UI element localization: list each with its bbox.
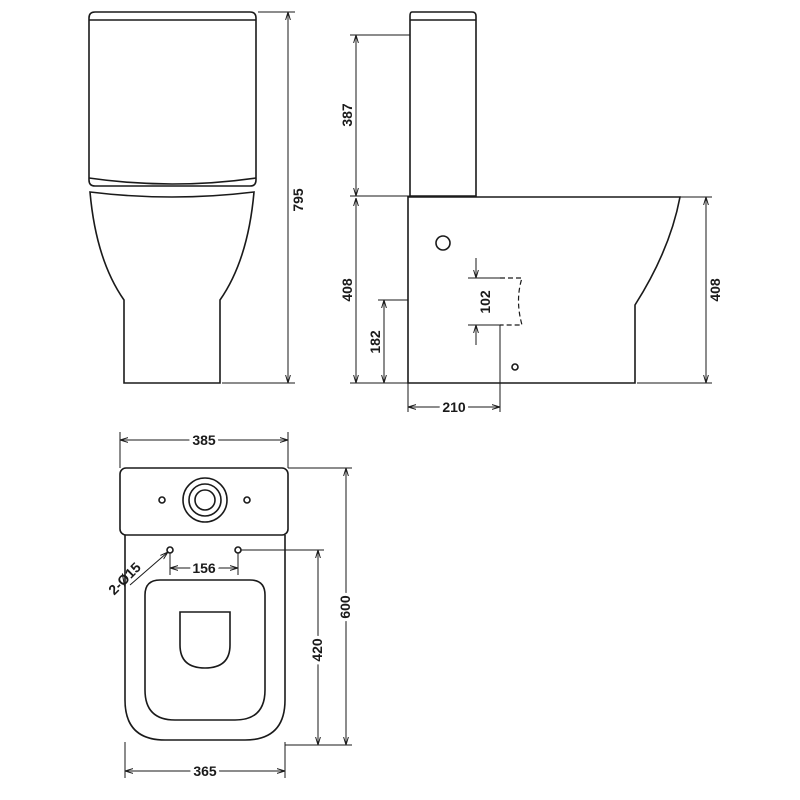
dim-600: 600 (337, 595, 353, 619)
flush-button (182, 477, 228, 523)
front-cistern (88, 11, 257, 187)
bowl-opening (179, 611, 231, 669)
seat-outline (144, 579, 266, 721)
dim-408-left: 408 (339, 278, 355, 302)
dim-420: 420 (309, 638, 325, 662)
dim-156: 156 (192, 560, 216, 576)
side-pan (407, 196, 681, 384)
dim-795: 795 (290, 188, 306, 212)
dim-102: 102 (477, 290, 493, 314)
inlet-hole (435, 235, 451, 251)
dim-408-right: 408 (707, 278, 723, 302)
cistern-base-line (88, 177, 257, 185)
front-pan (89, 191, 255, 384)
outlet-hidden (500, 277, 523, 326)
plan-view: 385 156 2-Ø15 600 420 365 (105, 429, 356, 782)
dim-385: 385 (192, 432, 216, 448)
front-view: 795 (88, 11, 306, 384)
dim-387: 387 (339, 103, 355, 127)
dim-365: 365 (193, 763, 217, 779)
dim-210: 210 (442, 399, 466, 415)
side-cistern (409, 11, 477, 197)
plan-cistern (119, 467, 289, 536)
plan-pan (124, 535, 286, 741)
fixing-hole (234, 546, 242, 554)
side-view: 387 408 182 102 210 408 (339, 11, 723, 418)
dim-182: 182 (367, 330, 383, 354)
